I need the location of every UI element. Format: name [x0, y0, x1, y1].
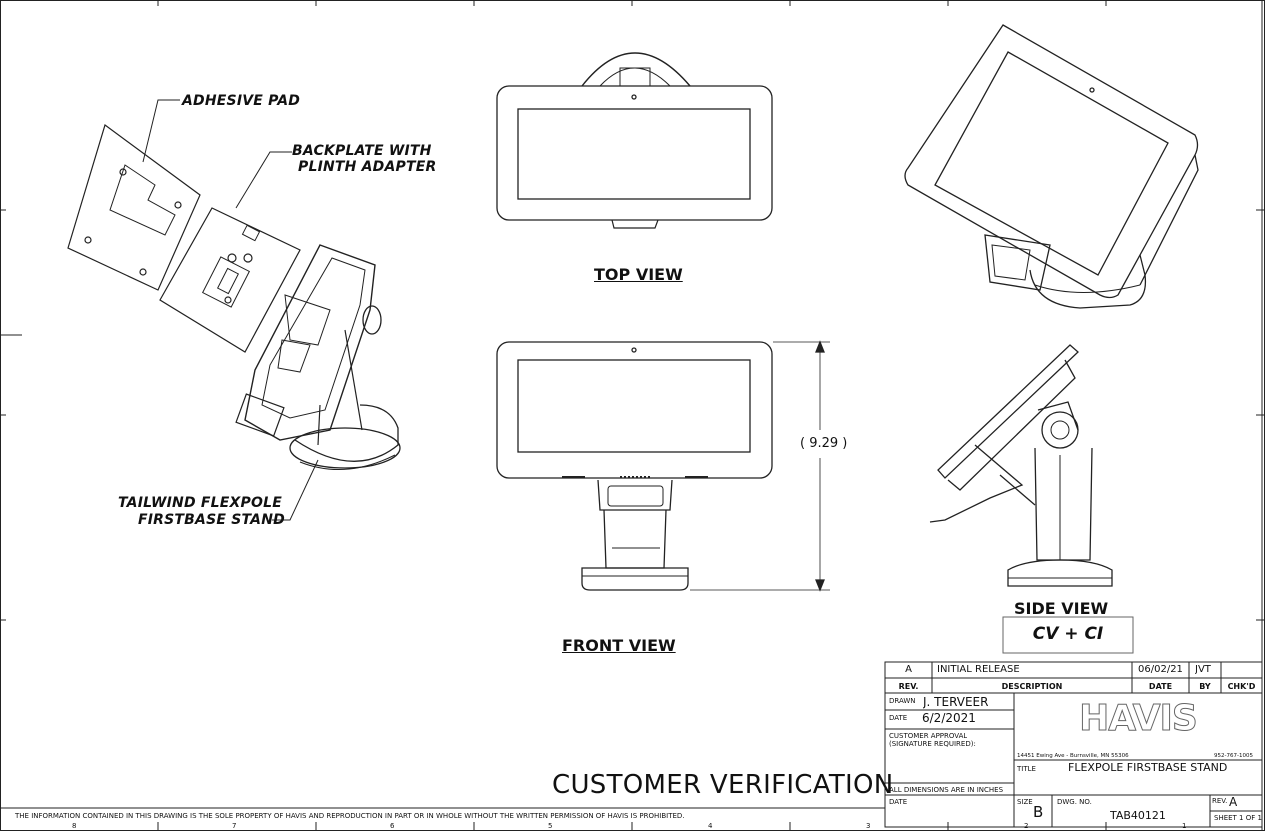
stamp-text: CV + CI [1032, 624, 1104, 644]
revision-by: JVT [1195, 664, 1211, 675]
title-value: FLEXPOLE FIRSTBASE STAND [1068, 761, 1228, 774]
callout-backplate-line1: BACKPLATE WITH [292, 143, 432, 159]
rev-label: REV. [1212, 797, 1228, 805]
revision-date: 06/02/21 [1138, 664, 1183, 675]
dwg-label: DWG. NO. [1057, 798, 1092, 806]
date2-label: DATE [889, 798, 908, 806]
title-label: TITLE [1017, 765, 1036, 773]
zone-label: 8 [72, 822, 77, 830]
stand-head [244, 244, 376, 441]
havis-logo: HAVIS [1079, 698, 1199, 739]
top-view-label: TOP VIEW [594, 265, 683, 284]
zone-label: 2 [1024, 822, 1029, 830]
front-view-label: FRONT VIEW [562, 636, 676, 655]
drawn-value: J. TERVEER [923, 695, 989, 709]
size-label: SIZE [1017, 798, 1033, 806]
title-block-grid [884, 661, 1263, 828]
header-date: DATE [1148, 682, 1173, 691]
callout-stand-line1: TAILWIND FLEXPOLE [118, 495, 282, 511]
drawn-label: DRAWN [889, 697, 916, 705]
dwg-value: TAB40121 [1110, 809, 1166, 822]
date-value: 6/2/2021 [922, 711, 976, 725]
stamp-box [1002, 616, 1134, 654]
callout-adhesive-pad: ADHESIVE PAD [182, 93, 301, 109]
top-zone-ticks [157, 0, 1107, 6]
adhesive-pad-outline [67, 124, 201, 291]
header-rev: REV. [898, 682, 919, 691]
zone-label: 1 [1182, 822, 1187, 830]
backplate-outline [159, 207, 301, 353]
top-view-drawing [496, 52, 773, 229]
approval-line2: (SIGNATURE REQUIRED): [889, 740, 976, 748]
date-label: DATE [889, 714, 908, 722]
bottom-zone-ticks [157, 822, 1107, 831]
callout-stand-line2: FIRSTBASE STAND [138, 512, 285, 528]
disclaimer-text: THE INFORMATION CONTAINED IN THIS DRAWIN… [15, 812, 685, 820]
customer-verification-title: CUSTOMER VERIFICATION [552, 770, 894, 800]
exploded-view [67, 99, 401, 521]
zone-label: 5 [548, 822, 553, 830]
dimension-label: ( 9.29 ) [800, 436, 848, 451]
side-view-drawing [929, 344, 1113, 587]
header-description: DESCRIPTION [1001, 682, 1063, 691]
callout-backplate-line2: PLINTH ADAPTER [298, 159, 437, 175]
zone-label: 3 [866, 822, 871, 830]
front-view-drawing [496, 340, 830, 592]
revision-letter: A [905, 664, 912, 675]
header-by: BY [1199, 682, 1211, 691]
header-chkd: CHK'D [1227, 682, 1256, 691]
side-view-label: SIDE VIEW [1014, 599, 1109, 618]
zone-label: 4 [708, 822, 713, 830]
zone-label: 7 [232, 822, 237, 830]
revision-description: INITIAL RELEASE [937, 664, 1020, 675]
company-phone: 952-767-1005 [1214, 753, 1253, 759]
dimensions-note: ALL DIMENSIONS ARE IN INCHES [889, 786, 1004, 794]
size-value: B [1033, 803, 1044, 821]
approval-line1: CUSTOMER APPROVAL [889, 732, 968, 740]
zone-label: 6 [390, 822, 395, 830]
company-address: 14451 Ewing Ave - Burnsville, MN 55306 [1017, 753, 1129, 759]
isometric-view-drawing [904, 24, 1199, 309]
sheet-label: SHEET 1 OF 1 [1214, 814, 1262, 822]
rev-value: A [1229, 795, 1238, 809]
